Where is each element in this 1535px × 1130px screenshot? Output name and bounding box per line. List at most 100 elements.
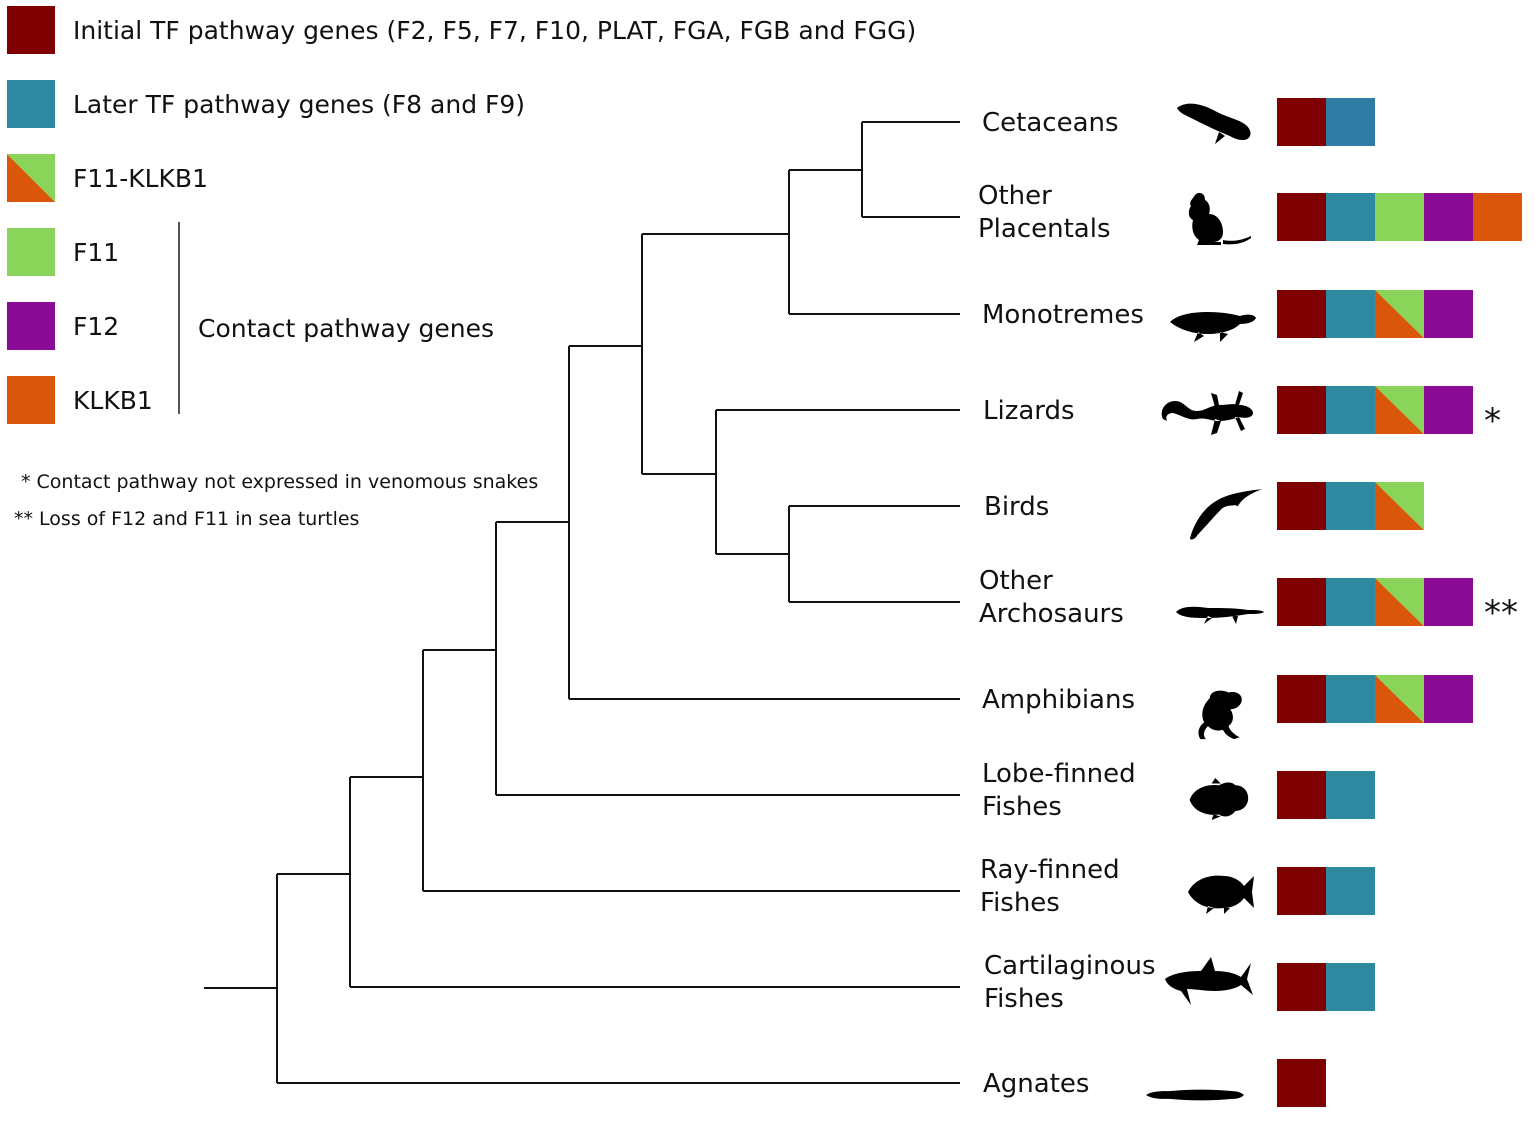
gene-box-later	[1326, 771, 1375, 819]
taxon-label-ray-finned-fishes-line2: Fishes	[980, 888, 1060, 918]
gene-box-later	[1326, 482, 1375, 530]
gene-box-initial	[1277, 290, 1326, 338]
gene-box-f11-half	[1375, 675, 1424, 723]
coelacanth-icon	[1189, 777, 1249, 821]
note-snakes: * Contact pathway not expressed in venom…	[21, 471, 538, 493]
platypus-icon	[1170, 312, 1256, 342]
taxon-label-other-archosaurs-line1: Other	[979, 566, 1053, 596]
gene-box-f12	[1424, 578, 1473, 626]
legend-item-klkb1: KLKB1	[7, 376, 153, 424]
gene-box-initial	[1277, 867, 1326, 915]
taxon-label-ray-finned-fishes-line1: Ray-finned	[980, 855, 1120, 885]
legend-item-f11klkb1: F11-KLKB1	[7, 154, 208, 202]
gene-box-initial	[1277, 193, 1326, 241]
taxon-label-other-placentals-line1: Other	[978, 181, 1052, 211]
taxon-label-agnates: Agnates	[983, 1069, 1089, 1099]
taxon-row-agnates: Agnates	[983, 1059, 1326, 1107]
legend-item-f11: F11	[7, 228, 119, 276]
lizard-icon	[1161, 391, 1253, 435]
taxon-label-lizards: Lizards	[983, 396, 1075, 426]
rodent-icon	[1188, 192, 1251, 245]
gene-box-initial	[1277, 1059, 1326, 1107]
gene-box-initial	[1277, 482, 1326, 530]
gene-box-later	[1326, 193, 1375, 241]
gene-box-f12	[1424, 675, 1473, 723]
gene-box-later	[1326, 386, 1375, 434]
contact-pathway-label: Contact pathway genes	[198, 314, 494, 343]
taxon-label-cartilaginous-fishes-line2: Fishes	[984, 984, 1064, 1014]
legend-label-later: Later TF pathway genes (F8 and F9)	[73, 90, 525, 119]
legend-item-f12: F12	[7, 302, 119, 350]
legend-swatch-f11	[7, 228, 55, 276]
legend-swatch-klkb1	[7, 376, 55, 424]
legend-label-f11klkb1: F11-KLKB1	[73, 164, 208, 193]
contact-pathway-bracket: Contact pathway genes	[178, 222, 494, 414]
gene-box-f12	[1424, 193, 1473, 241]
legend-swatch-f11-half	[7, 154, 55, 202]
taxon-label-cartilaginous-fishes-line1: Cartilaginous	[984, 951, 1156, 981]
taxon-label-other-placentals-line2: Placentals	[978, 214, 1111, 244]
gene-box-later	[1326, 675, 1375, 723]
gene-box-f11-half	[1375, 578, 1424, 626]
phylogenetic-tree	[204, 121, 960, 1084]
taxon-label-birds: Birds	[984, 492, 1049, 522]
taxon-label-monotremes: Monotremes	[982, 300, 1144, 330]
taxon-row-amphibians: Amphibians	[982, 675, 1473, 740]
gene-box-initial	[1277, 386, 1326, 434]
legend-label-klkb1: KLKB1	[73, 386, 153, 415]
bird-icon	[1189, 489, 1263, 540]
taxon-label-cetaceans: Cetaceans	[982, 108, 1119, 138]
gene-box-later	[1326, 290, 1375, 338]
taxon-row-birds: Birds	[984, 482, 1424, 540]
gene-box-initial	[1277, 771, 1326, 819]
taxon-label-amphibians: Amphibians	[982, 685, 1135, 715]
legend-label-f12: F12	[73, 312, 119, 341]
taxon-label-lobe-finned-fishes-line1: Lobe-finned	[982, 759, 1136, 789]
legend-item-later: Later TF pathway genes (F8 and F9)	[7, 80, 525, 128]
fish-icon	[1188, 875, 1254, 914]
legend-swatch-f12	[7, 302, 55, 350]
footnote-mark-other-archosaurs: **	[1484, 593, 1518, 633]
gene-box-f11	[1375, 193, 1424, 241]
taxon-row-lizards: Lizards *	[983, 386, 1501, 441]
gene-box-f11-half	[1375, 290, 1424, 338]
gene-box-later	[1326, 578, 1375, 626]
whale-icon	[1177, 103, 1251, 144]
gene-box-initial	[1277, 98, 1326, 146]
shark-icon	[1165, 957, 1253, 1005]
gene-box-klkb1	[1473, 193, 1522, 241]
taxon-row-monotremes: Monotremes	[982, 290, 1473, 342]
lamprey-icon	[1146, 1089, 1244, 1101]
taxon-row-cetaceans: Cetaceans	[982, 98, 1375, 146]
legend-swatch-initial	[7, 6, 55, 54]
gene-box-f12	[1424, 290, 1473, 338]
legend-label-f11: F11	[73, 238, 119, 267]
gene-box-f12	[1424, 386, 1473, 434]
crocodile-icon	[1176, 606, 1264, 624]
gene-box-later_alt	[1326, 98, 1375, 146]
taxon-label-lobe-finned-fishes-line2: Fishes	[982, 792, 1062, 822]
frog-icon	[1198, 690, 1242, 740]
legend-swatch-later	[7, 80, 55, 128]
taxa-rows: CetaceansOtherPlacentalsMonotremesLizard…	[978, 98, 1522, 1107]
legend-item-initial: Initial TF pathway genes (F2, F5, F7, F1…	[7, 6, 916, 54]
gene-legend: Initial TF pathway genes (F2, F5, F7, F1…	[7, 6, 916, 424]
gene-box-later	[1326, 867, 1375, 915]
gene-box-later	[1326, 963, 1375, 1011]
footnotes: * Contact pathway not expressed in venom…	[14, 471, 538, 530]
note-sea-turtles: ** Loss of F12 and F11 in sea turtles	[14, 508, 359, 530]
legend-label-initial: Initial TF pathway genes (F2, F5, F7, F1…	[73, 16, 916, 45]
footnote-mark-lizards: *	[1484, 401, 1501, 441]
gene-box-f11-half	[1375, 482, 1424, 530]
taxon-label-other-archosaurs-line2: Archosaurs	[979, 599, 1124, 629]
gene-box-initial	[1277, 578, 1326, 626]
gene-box-f11-half	[1375, 386, 1424, 434]
gene-box-initial	[1277, 963, 1326, 1011]
gene-box-initial	[1277, 675, 1326, 723]
